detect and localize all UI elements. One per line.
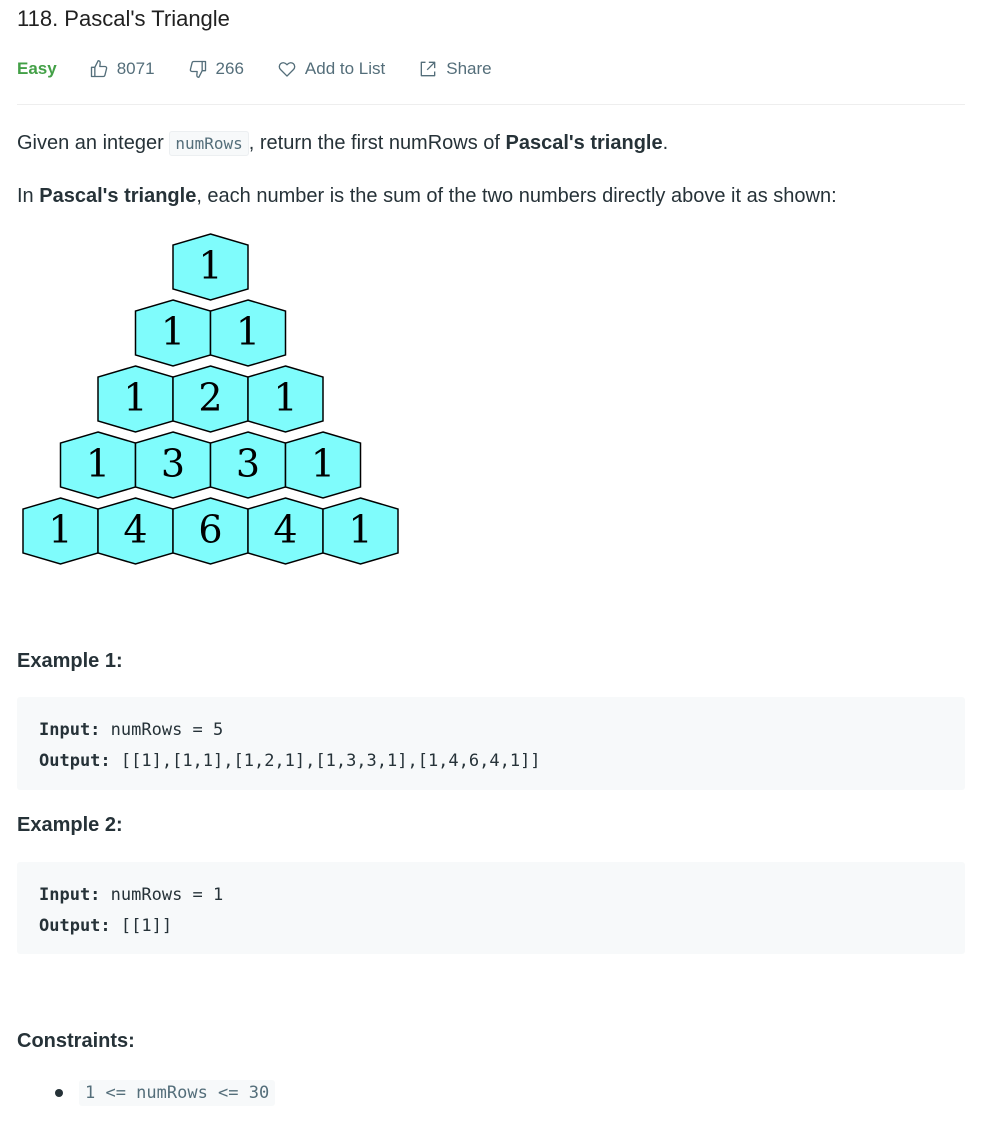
p2-text-end: , each number is the sum of the two numb… <box>196 185 837 207</box>
output-label: Output: <box>39 916 111 936</box>
example-2-code-block: Input: numRows = 1 Output: [[1]] <box>17 862 965 954</box>
hexagon-value: 1 <box>123 376 147 420</box>
example-1-heading: Example 1: <box>17 650 123 672</box>
thumbs-up-icon <box>90 60 107 78</box>
output-value: [[1]] <box>120 916 173 936</box>
hexagon-value: 2 <box>198 376 222 420</box>
share-icon <box>420 61 436 77</box>
add-to-list-label: Add to List <box>304 59 386 78</box>
description-paragraph-1: Given an integer numRows, return the fir… <box>17 129 668 158</box>
hexagon-value: 1 <box>161 310 185 354</box>
share-button[interactable]: Share <box>418 59 492 79</box>
p2-bold-term: Pascal's triangle <box>39 185 197 207</box>
hexagon-cell <box>247 365 324 433</box>
constraints-list: 1 <= numRows <= 30 <box>17 1080 276 1106</box>
heart-icon <box>278 62 296 77</box>
example-2-output: Output: [[1]] <box>39 911 943 942</box>
example-2-heading: Example 2: <box>17 814 123 836</box>
hexagon-cell <box>322 497 399 565</box>
problem-meta-row: Easy 8071 266 Add to List <box>17 54 965 84</box>
inline-code-numrows: numRows <box>169 131 249 156</box>
example-2-input: Input: numRows = 1 <box>39 880 943 911</box>
input-label: Input: <box>39 720 101 740</box>
like-button[interactable]: 8071 <box>89 59 155 79</box>
hexagon-value: 6 <box>198 508 222 552</box>
hexagon-value: 1 <box>198 244 222 288</box>
constraints-heading: Constraints: <box>17 1030 135 1052</box>
p1-text: Given an integer <box>17 132 170 154</box>
input-label: Input: <box>39 885 101 905</box>
hexagon-value: 1 <box>348 508 372 552</box>
share-label: Share <box>446 59 492 78</box>
p1-text-middle: , return the first numRows of <box>248 132 506 154</box>
output-label: Output: <box>39 751 111 771</box>
hexagon-value: 1 <box>48 508 72 552</box>
hexagon-value: 4 <box>273 508 297 552</box>
thumbs-down-icon <box>189 60 206 79</box>
problem-title: 118. Pascal's Triangle <box>17 6 230 31</box>
hexagon-value: 4 <box>123 508 147 552</box>
example-1-output: Output: [[1],[1,1],[1,2,1],[1,3,3,1],[1,… <box>39 746 943 777</box>
constraint-code: 1 <= numRows <= 30 <box>79 1080 276 1106</box>
p2-text: In <box>17 185 40 207</box>
header-divider <box>17 104 965 105</box>
dislike-button[interactable]: 266 <box>188 59 244 79</box>
difficulty-label: Easy <box>17 59 57 78</box>
bullet-icon <box>55 1089 63 1097</box>
dislike-count: 266 <box>215 59 244 78</box>
hexagon-value: 1 <box>273 376 297 420</box>
like-count: 8071 <box>116 59 155 78</box>
example-1-code-block: Input: numRows = 5 Output: [[1],[1,1],[1… <box>17 697 965 790</box>
hexagon-value: 1 <box>311 442 335 486</box>
hexagon-value: 3 <box>161 442 185 486</box>
example-1-input: Input: numRows = 5 <box>39 715 943 746</box>
hexagon-cell <box>172 233 249 301</box>
hexagon-value: 3 <box>236 442 260 486</box>
input-value: numRows = 1 <box>110 885 224 905</box>
add-to-list-button[interactable]: Add to List <box>277 59 385 79</box>
input-value: numRows = 5 <box>110 720 224 740</box>
hexagon-cell <box>209 299 287 367</box>
hexagon-cell <box>284 431 362 499</box>
description-paragraph-2: In Pascal's triangle, each number is the… <box>17 182 837 210</box>
hexagon-value: 1 <box>236 310 260 354</box>
output-value: [[1],[1,1],[1,2,1],[1,3,3,1],[1,4,6,4,1]… <box>120 751 541 771</box>
hexagon-value: 1 <box>86 442 110 486</box>
p1-text-end: . <box>662 132 669 154</box>
constraint-item: 1 <= numRows <= 30 <box>17 1080 276 1106</box>
p1-bold-term: Pascal's triangle <box>505 132 663 154</box>
